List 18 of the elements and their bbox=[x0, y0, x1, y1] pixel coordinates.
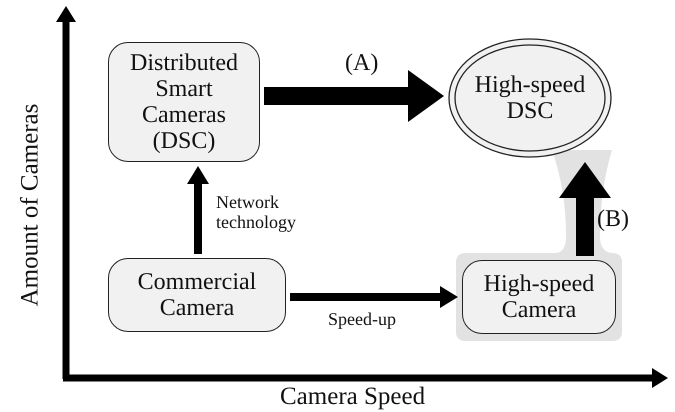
arrow bbox=[264, 70, 444, 122]
edge-label: (A) bbox=[345, 50, 380, 76]
edge-label: Network technology bbox=[216, 192, 297, 232]
arrow bbox=[187, 166, 209, 254]
axis-label: Amount of Cameras bbox=[16, 104, 44, 306]
node-text: High-speed DSC bbox=[474, 72, 586, 124]
arrow bbox=[559, 162, 611, 256]
double-ellipse bbox=[448, 38, 612, 158]
arrow bbox=[290, 286, 458, 308]
edge-label: Speed-up bbox=[328, 309, 397, 329]
node-text: High-speed Camera bbox=[482, 271, 596, 323]
edge-label: (B) bbox=[597, 206, 630, 232]
axis-label: Camera Speed bbox=[280, 383, 426, 411]
node-text: Distributed Smart Cameras (DSC) bbox=[129, 50, 239, 154]
rounded-box bbox=[108, 258, 286, 332]
rounded-box bbox=[108, 42, 260, 162]
node-text: Commercial Camera bbox=[136, 269, 258, 321]
rounded-box bbox=[462, 260, 616, 334]
